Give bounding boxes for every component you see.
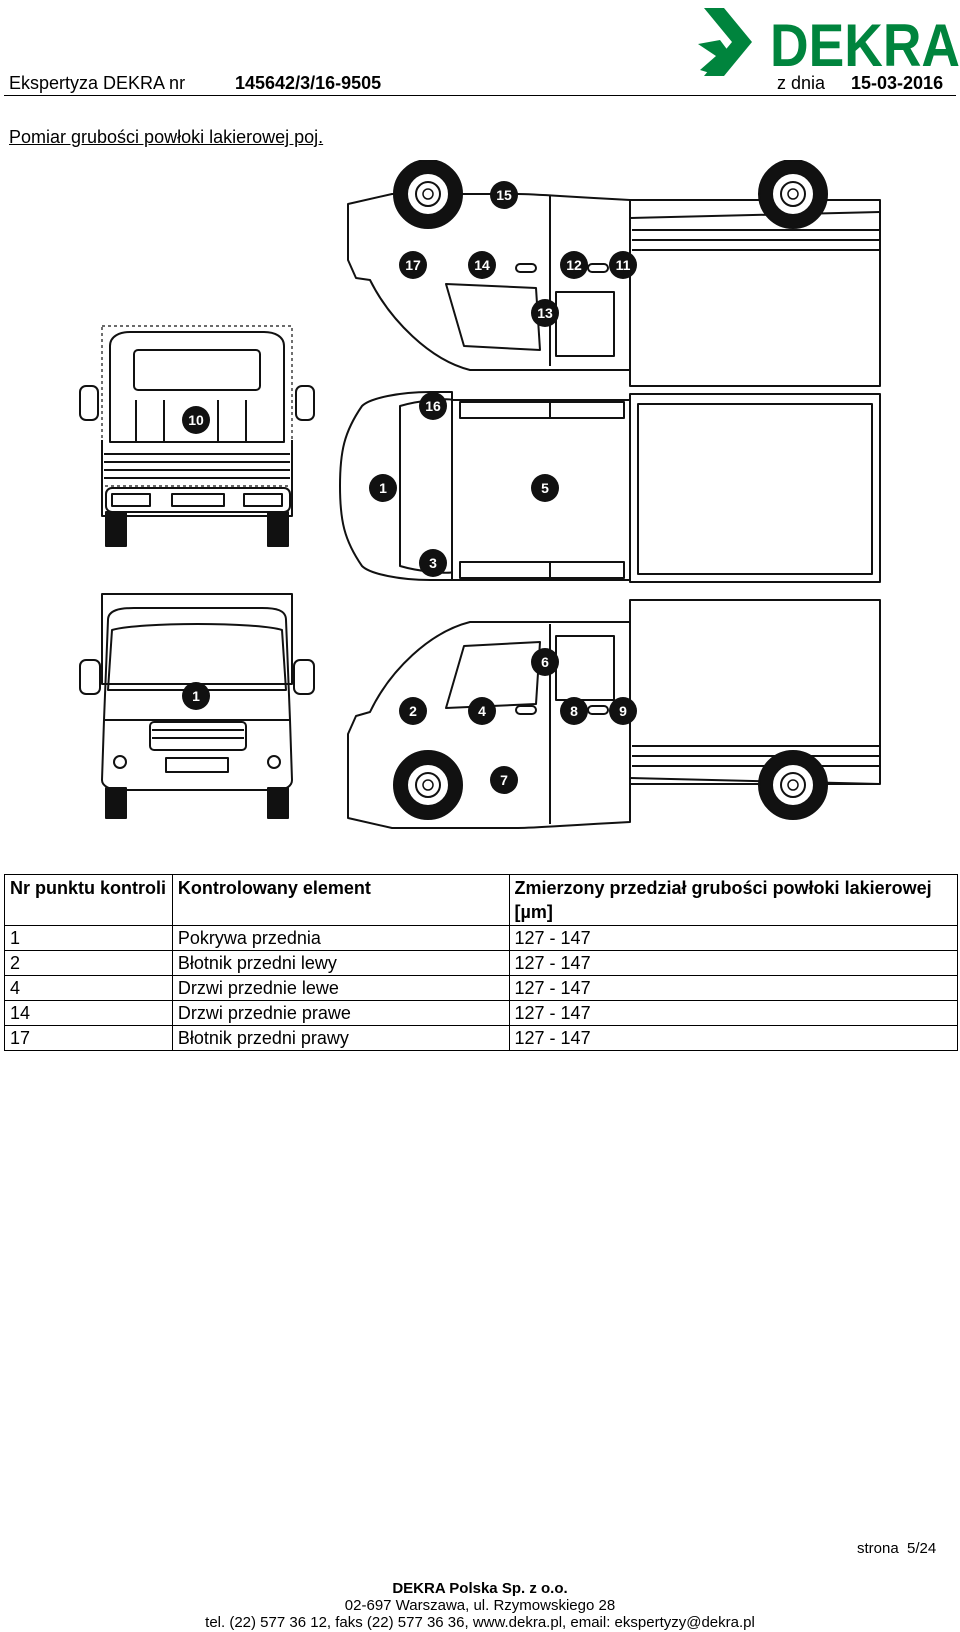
point-15-marker: 15 (490, 181, 518, 209)
section-title: Pomiar grubości powłoki lakierowej poj. (9, 127, 324, 147)
point-1-marker-top: 1 (369, 474, 397, 502)
date-label: z dnia (777, 73, 826, 93)
report-number: 145642/3/16-9505 (235, 73, 382, 93)
point-7-marker: 7 (490, 766, 518, 794)
report-label: Ekspertyza DEKRA nr (9, 73, 186, 93)
svg-text:8: 8 (570, 703, 578, 719)
dekra-logo-text: DEKRA (770, 12, 960, 78)
page-number: strona 5/24 (857, 1540, 936, 1557)
svg-text:5: 5 (541, 480, 549, 496)
point-3-marker: 3 (419, 549, 447, 577)
svg-text:14: 14 (474, 257, 490, 273)
cell-range: 127 - 147 (508, 950, 959, 976)
table-row: 14 Drzwi przednie prawe 127 - 147 (4, 1000, 959, 1026)
table-header-row: Nr punktu kontroli Kontrolowany element … (4, 874, 959, 926)
footer-address: 02-697 Warszawa, ul. Rzymowskiego 28 (344, 1597, 616, 1614)
header-thickness-range: Zmierzony przedział grubości powłoki lak… (508, 874, 959, 926)
svg-text:11: 11 (616, 257, 631, 273)
cell-element: Pokrywa przednia (171, 925, 510, 951)
header-point-number: Nr punktu kontroli (4, 874, 173, 926)
table-row: 2 Błotnik przedni lewy 127 - 147 (4, 950, 959, 976)
footer-company: DEKRA Polska Sp. z o.o. (392, 1580, 568, 1597)
point-13-marker: 13 (531, 299, 559, 327)
report-date: 15-03-2016 (851, 73, 944, 93)
point-6-marker: 6 (531, 648, 559, 676)
van-rear-view (79, 325, 315, 547)
van-top-view (339, 391, 881, 583)
table-row: 1 Pokrywa przednia 127 - 147 (4, 925, 959, 951)
page-label: strona (857, 1540, 899, 1557)
point-16-marker: 16 (419, 392, 447, 420)
svg-text:3: 3 (429, 555, 437, 571)
dekra-logo: DEKRA (698, 8, 960, 78)
cell-point: 14 (4, 1000, 173, 1026)
point-1-marker-front: 1 (182, 682, 210, 710)
cell-range: 127 - 147 (508, 975, 959, 1001)
cell-point: 4 (4, 975, 173, 1001)
measurement-table: Nr punktu kontroli Kontrolowany element … (4, 874, 959, 1051)
cell-element: Błotnik przedni lewy (171, 950, 510, 976)
svg-text:7: 7 (500, 772, 508, 788)
cell-range: 127 - 147 (508, 1025, 959, 1051)
point-2-marker: 2 (399, 697, 427, 725)
van-front-view (79, 593, 315, 819)
svg-text:15: 15 (496, 187, 512, 203)
svg-text:6: 6 (541, 654, 549, 670)
point-14-marker: 14 (468, 251, 496, 279)
cell-point: 2 (4, 950, 173, 976)
point-5-marker: 5 (531, 474, 559, 502)
svg-text:12: 12 (566, 257, 582, 273)
cell-element: Drzwi przednie lewe (171, 975, 510, 1001)
point-10-marker: 10 (182, 406, 210, 434)
point-17-marker: 17 (399, 251, 427, 279)
header-element: Kontrolowany element (171, 874, 510, 926)
cell-range: 127 - 147 (508, 1000, 959, 1026)
svg-text:1: 1 (379, 480, 387, 496)
table-row: 4 Drzwi przednie lewe 127 - 147 (4, 975, 959, 1001)
point-4-marker: 4 (468, 697, 496, 725)
cell-element: Błotnik przedni prawy (171, 1025, 510, 1051)
footer-contact: tel. (22) 577 36 12, faks (22) 577 36 36… (205, 1614, 755, 1631)
cell-point: 17 (4, 1025, 173, 1051)
cell-range: 127 - 147 (508, 925, 959, 951)
svg-text:1: 1 (192, 688, 200, 704)
point-9-marker: 9 (609, 697, 637, 725)
svg-text:13: 13 (537, 305, 553, 321)
van-right-side-view (347, 160, 881, 387)
header-rule (4, 95, 956, 96)
point-12-marker: 12 (560, 251, 588, 279)
table-row: 17 Błotnik przedni prawy 127 - 147 (4, 1025, 959, 1051)
page-value: 5/24 (907, 1540, 937, 1557)
svg-text:10: 10 (188, 412, 204, 428)
svg-text:4: 4 (478, 703, 486, 719)
cell-point: 1 (4, 925, 173, 951)
vehicle-diagram: 15 17 14 12 11 13 10 16 1 5 3 1 6 2 4 8 … (79, 160, 881, 829)
svg-text:17: 17 (405, 257, 421, 273)
svg-text:9: 9 (619, 703, 627, 719)
point-8-marker: 8 (560, 697, 588, 725)
cell-element: Drzwi przednie prawe (171, 1000, 510, 1026)
point-11-marker: 11 (609, 251, 637, 279)
svg-text:16: 16 (425, 398, 441, 414)
svg-text:2: 2 (409, 703, 417, 719)
